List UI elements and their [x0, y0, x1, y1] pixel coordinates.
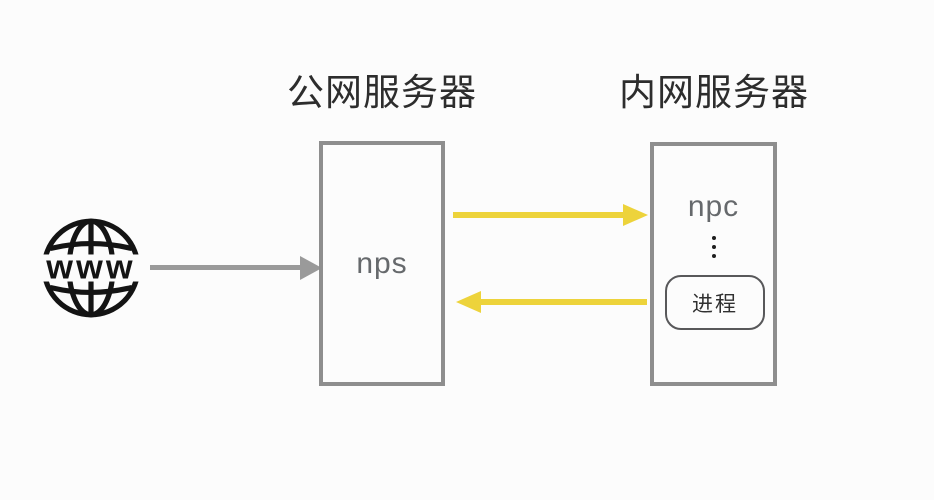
nps-to-npc-arrow-line: [453, 212, 625, 218]
www-globe-icon: www: [35, 218, 147, 318]
nps-server-box: nps: [319, 141, 445, 386]
ellipsis-dot: [711, 254, 716, 258]
globe-top-latitude: [48, 241, 134, 251]
vertical-ellipsis-icon: [711, 236, 716, 263]
nps-label: nps: [356, 246, 408, 280]
npc-server-box: npc 进程: [650, 142, 777, 386]
globe-www-label: www: [45, 248, 135, 286]
npc-to-nps-arrow-line: [479, 299, 647, 305]
globe-www-band: [35, 254, 147, 282]
process-label: 进程: [692, 292, 738, 316]
internet-to-nps-arrow-line: [150, 265, 302, 270]
npc-label: npc: [687, 190, 740, 223]
ellipsis-dot: [711, 245, 716, 249]
nps-to-npc-arrow-head: [623, 204, 648, 226]
ellipsis-dot: [711, 236, 716, 240]
process-node: 进程: [665, 275, 765, 330]
internet-to-nps-arrow-head: [300, 256, 322, 280]
npc-to-nps-arrow-head: [456, 291, 481, 313]
globe-bottom-latitude: [48, 285, 134, 295]
public-server-title: 公网服务器: [287, 72, 477, 113]
internal-server-title: 内网服务器: [619, 72, 809, 113]
